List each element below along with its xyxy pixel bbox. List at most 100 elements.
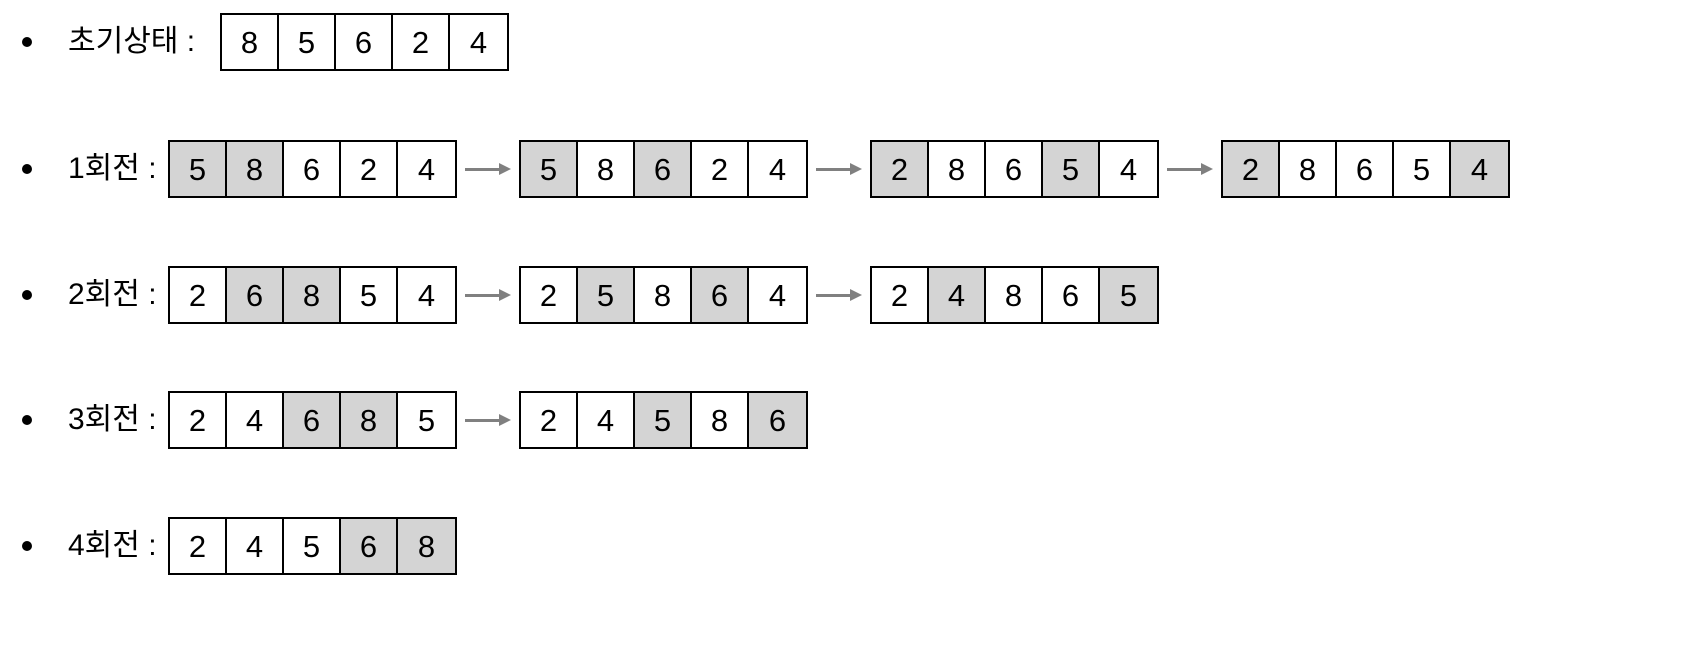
array-cell: 2 (872, 268, 929, 322)
array-cell: 6 (635, 142, 692, 196)
arrow-shaft (816, 294, 858, 297)
array-cell: 8 (1280, 142, 1337, 196)
array-cell: 4 (929, 268, 986, 322)
row-label-slot: 3회전 : (32, 405, 168, 435)
array-cell: 4 (398, 142, 455, 196)
array-cell: 5 (521, 142, 578, 196)
row-label: 1회전 : (68, 152, 157, 185)
row-label: 초기상태 : (68, 25, 196, 58)
array-cell: 5 (1043, 142, 1100, 196)
array-cell: 4 (450, 15, 507, 69)
arrow-shaft (465, 294, 507, 297)
array-cell: 2 (1223, 142, 1280, 196)
array-cell: 5 (578, 268, 635, 322)
array-cell: 4 (1451, 142, 1508, 196)
array-cell: 2 (872, 142, 929, 196)
arrow-shaft (465, 419, 507, 422)
row-label-slot: 1회전 : (32, 154, 168, 184)
arrow-shaft (465, 168, 507, 171)
array-cell: 8 (398, 519, 455, 573)
arrow-head (499, 289, 511, 301)
transition-arrow-icon (1159, 163, 1221, 175)
array-cell: 4 (749, 268, 806, 322)
bullet-icon (22, 541, 32, 551)
array-cell: 2 (170, 268, 227, 322)
array-cell: 4 (227, 393, 284, 447)
array-cell: 4 (749, 142, 806, 196)
array-cell: 4 (578, 393, 635, 447)
array-cell: 2 (170, 393, 227, 447)
bullet-icon (22, 290, 32, 300)
array-cell: 6 (336, 15, 393, 69)
array-cell: 2 (521, 268, 578, 322)
bullet-icon (22, 37, 32, 47)
array-cell: 6 (692, 268, 749, 322)
array-cell: 5 (398, 393, 455, 447)
transition-arrow-icon (457, 414, 519, 426)
array-cell: 5 (1100, 268, 1157, 322)
array-cell: 6 (1337, 142, 1394, 196)
row-label: 4회전 : (68, 529, 157, 562)
transition-arrow-icon (457, 163, 519, 175)
array-cell: 8 (284, 268, 341, 322)
array-cell: 5 (635, 393, 692, 447)
transition-arrow-icon (808, 163, 870, 175)
array-cell: 2 (170, 519, 227, 573)
row-label-slot: 4회전 : (32, 531, 168, 561)
array-cell: 8 (222, 15, 279, 69)
arrow-head (850, 163, 862, 175)
array-cell: 6 (986, 142, 1043, 196)
array-cell: 2 (521, 393, 578, 447)
array-cell: 8 (341, 393, 398, 447)
arrow-shaft (1167, 168, 1209, 171)
array-cell: 8 (692, 393, 749, 447)
row-label-slot: 2회전 : (32, 280, 168, 310)
bullet-icon (22, 164, 32, 174)
array-cell: 5 (284, 519, 341, 573)
array-cell: 4 (227, 519, 284, 573)
arrow-head (850, 289, 862, 301)
array-cell: 8 (227, 142, 284, 196)
bullet-icon (22, 415, 32, 425)
arrow-head (499, 163, 511, 175)
array-cell: 6 (749, 393, 806, 447)
row-label-slot: 초기상태 : (32, 27, 220, 57)
row-label: 2회전 : (68, 278, 157, 311)
array-cell: 8 (929, 142, 986, 196)
array-cell: 8 (986, 268, 1043, 322)
array-cell: 6 (284, 393, 341, 447)
transition-arrow-icon (808, 289, 870, 301)
arrow-head (1201, 163, 1213, 175)
array-cell: 5 (279, 15, 336, 69)
arrow-shaft (816, 168, 858, 171)
array-cell: 6 (227, 268, 284, 322)
array-cell: 5 (170, 142, 227, 196)
array-cell: 4 (398, 268, 455, 322)
array-cell: 2 (692, 142, 749, 196)
array-cell: 8 (635, 268, 692, 322)
arrow-head (499, 414, 511, 426)
array-cell: 2 (341, 142, 398, 196)
array-cell: 8 (578, 142, 635, 196)
array-cell: 4 (1100, 142, 1157, 196)
